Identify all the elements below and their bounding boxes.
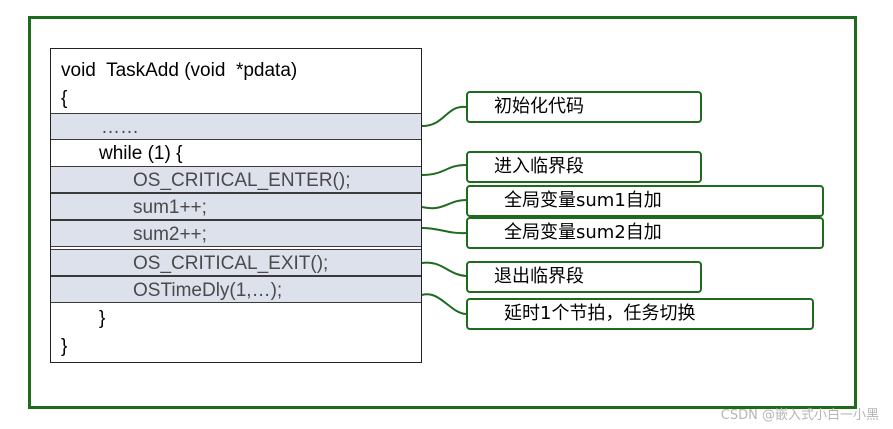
code-line-timedly: OSTimeDly(1,…); (51, 276, 421, 303)
connector-sum1 (421, 199, 467, 210)
callout-sum2-increment: 全局变量sum2自加 (466, 217, 824, 249)
connector-sum2 (421, 227, 467, 235)
code-line-close-while: } (99, 308, 106, 329)
callout-exit-critical: 退出临界段 (466, 261, 702, 293)
code-line-close-func: } (61, 336, 68, 357)
code-line-sum1: sum1++; (51, 193, 421, 220)
code-line-critical-enter: OS_CRITICAL_ENTER(); (51, 166, 421, 193)
code-line-signature: void TaskAdd (void *pdata) (61, 60, 298, 81)
callout-delay-switch: 延时1个节拍，任务切换 (466, 298, 814, 330)
connector-exit (421, 261, 467, 277)
connector-timedly (421, 293, 467, 315)
callout-enter-critical: 进入临界段 (466, 151, 702, 183)
code-line-init-ellipsis: …… (51, 113, 421, 140)
connector-init (421, 105, 467, 127)
code-box: void TaskAdd (void *pdata) { …… while (1… (50, 48, 422, 363)
callout-sum1-increment: 全局变量sum1自加 (466, 185, 824, 217)
callout-init-code: 初始化代码 (466, 91, 702, 123)
code-line-critical-exit: OS_CRITICAL_EXIT(); (51, 249, 421, 276)
watermark: CSDN @嵌入式小白一小黑 (720, 408, 879, 423)
code-line-sum2: sum2++; (51, 220, 421, 247)
code-line-while: while (1) { (99, 143, 183, 164)
diagram-frame (28, 16, 857, 409)
code-line-open-brace: { (61, 88, 68, 109)
connector-enter (421, 164, 467, 176)
